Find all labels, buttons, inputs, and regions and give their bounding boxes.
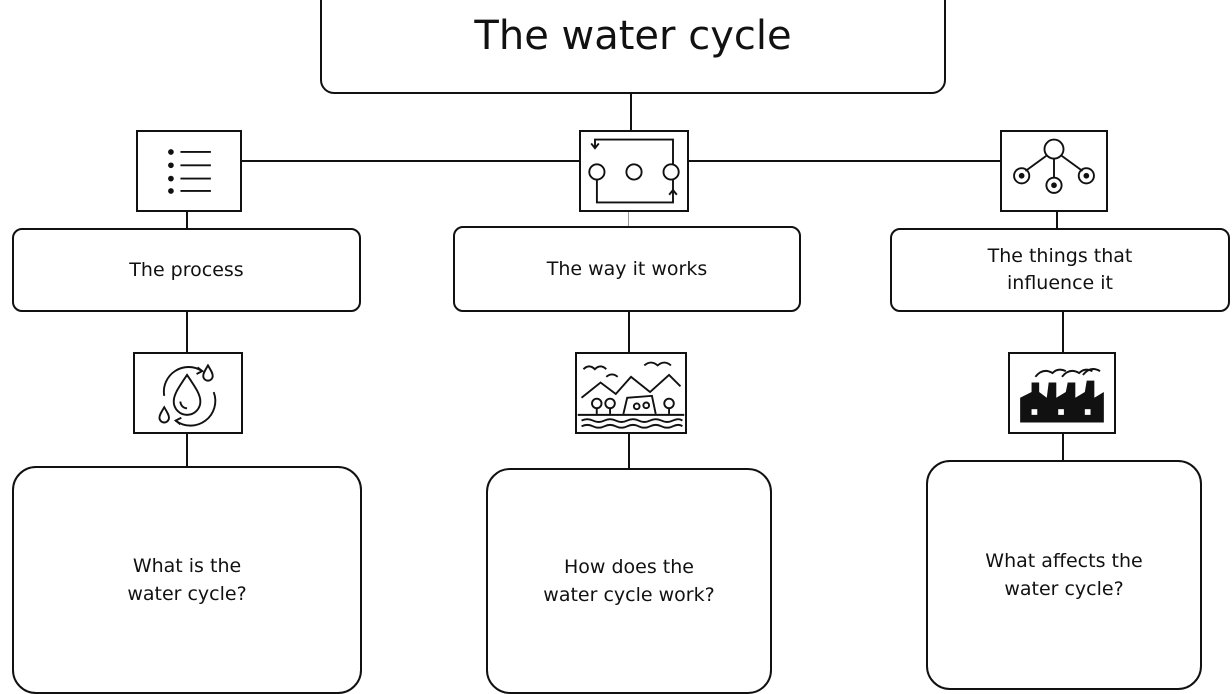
connector-left-icon-to-label xyxy=(186,212,188,230)
landscape-icon xyxy=(575,352,687,434)
question-what-affects: What affects the water cycle? xyxy=(985,549,1143,601)
label-way-it-works: The way it works xyxy=(546,257,708,280)
connector-center-label-to-icon xyxy=(628,312,630,352)
question-box-how: How does the water cycle work? xyxy=(486,468,772,694)
label-box-way-it-works: The way it works xyxy=(453,226,801,312)
question-how-does: How does the water cycle work? xyxy=(543,555,715,607)
connector-right-icon-to-label xyxy=(1056,212,1058,230)
list-icon xyxy=(136,130,242,212)
connector-center-icon-to-question xyxy=(628,434,630,470)
connector-title-to-center xyxy=(630,94,632,132)
question-box-what: What is the water cycle? xyxy=(12,466,362,694)
water-drop-cycle-icon xyxy=(133,352,243,434)
label-process: The process xyxy=(129,258,244,281)
factory-icon xyxy=(1008,352,1116,434)
connector-horizontal-right xyxy=(688,160,1001,162)
connector-horizontal-left xyxy=(241,160,580,162)
label-influences: The things that influence it xyxy=(987,245,1133,294)
question-what-is: What is the water cycle? xyxy=(127,554,247,606)
connector-left-icon-to-question xyxy=(186,434,188,466)
label-box-process: The process xyxy=(12,228,361,312)
network-icon xyxy=(1000,130,1108,212)
connector-left-label-to-icon xyxy=(186,312,188,352)
page-title: The water cycle xyxy=(474,13,792,59)
connector-right-icon-to-question xyxy=(1062,434,1064,462)
cycle-process-icon xyxy=(579,130,689,212)
title-box: The water cycle xyxy=(320,0,946,94)
connector-right-label-to-icon xyxy=(1062,312,1064,352)
connector-center-icon-to-label xyxy=(628,212,629,228)
question-box-affects: What affects the water cycle? xyxy=(926,460,1202,690)
label-box-influences: The things that influence it xyxy=(890,228,1230,312)
